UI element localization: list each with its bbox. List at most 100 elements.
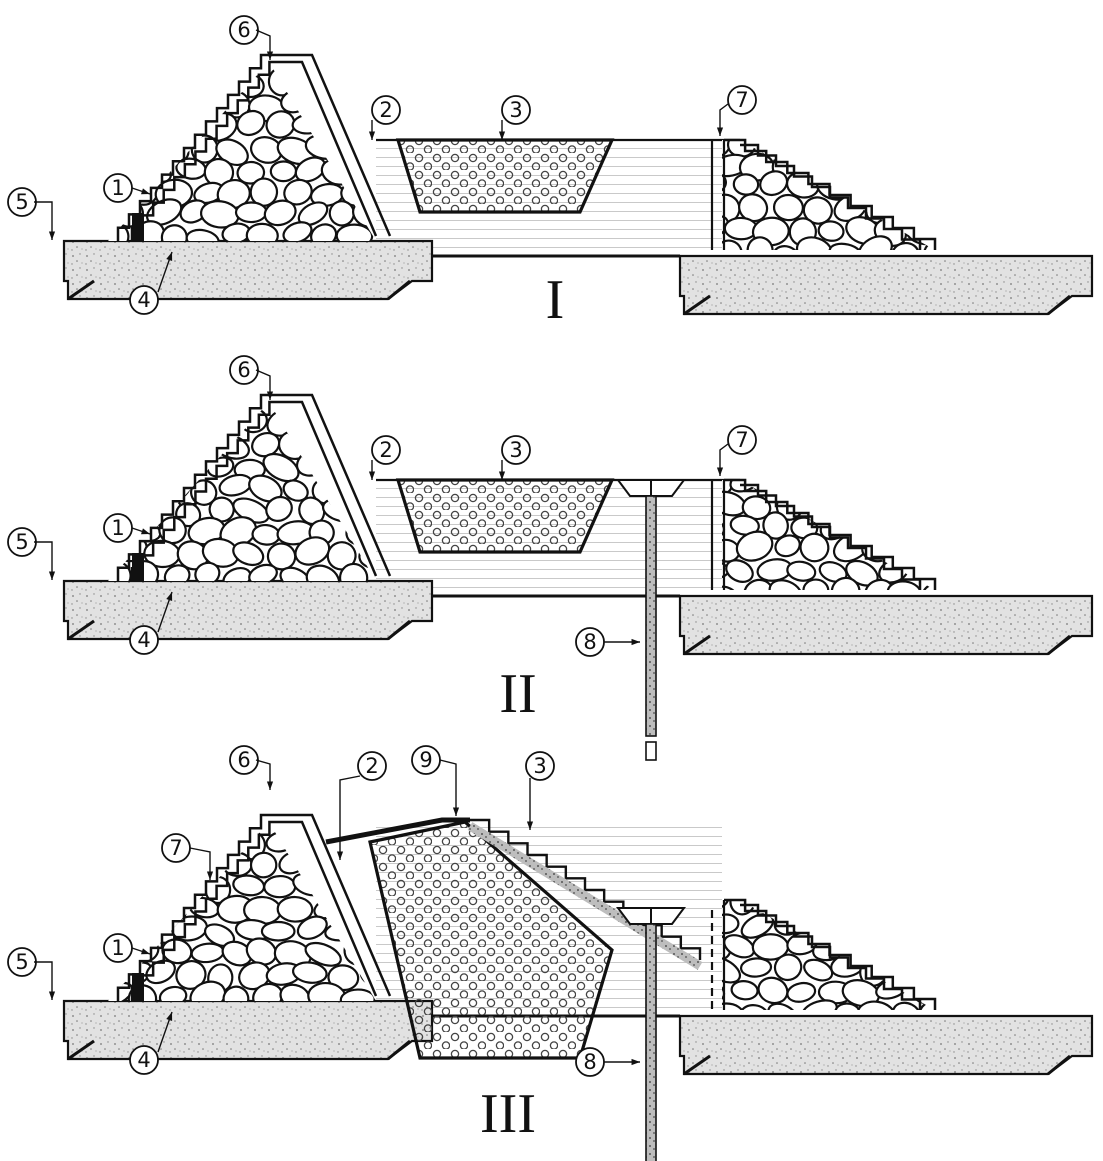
boulder	[188, 854, 217, 883]
boulder	[294, 536, 331, 566]
boulder	[185, 228, 220, 241]
boulder	[158, 433, 196, 458]
boulder	[906, 480, 935, 500]
boulder	[222, 985, 250, 1001]
boulder	[722, 239, 743, 250]
boulder	[334, 431, 372, 453]
boulder	[800, 153, 836, 175]
boulder	[234, 201, 268, 224]
boulder	[891, 241, 920, 250]
boulder	[812, 140, 850, 154]
boulder	[131, 471, 164, 498]
right-rockfill-dam	[722, 138, 937, 250]
raised-embankment	[325, 817, 703, 970]
boulder	[801, 999, 838, 1010]
callout-3: 3	[525, 751, 555, 830]
boulder	[817, 220, 845, 242]
callout-4: 4	[129, 1011, 173, 1075]
boulder	[292, 872, 327, 897]
callout-7: 7	[161, 833, 214, 880]
boulder	[830, 576, 861, 590]
boulder	[886, 580, 923, 590]
boulder	[141, 457, 175, 480]
callout-7: 7	[716, 425, 757, 476]
boulder	[116, 876, 146, 904]
boulder	[236, 109, 266, 137]
boulder	[735, 530, 774, 562]
boulder	[812, 480, 850, 497]
callout-5-label: 5	[15, 530, 28, 554]
boulder	[175, 71, 204, 97]
boulder	[830, 148, 862, 175]
boulder	[108, 827, 119, 859]
right-foundation-slab	[678, 254, 1094, 316]
boulder	[924, 530, 935, 559]
boulder	[848, 933, 877, 956]
boulder	[249, 851, 278, 879]
boulder	[799, 532, 830, 563]
boulder	[850, 514, 882, 536]
boulder	[108, 71, 116, 95]
boulder	[722, 585, 740, 590]
callout-2-label: 2	[365, 754, 378, 778]
boulder	[802, 196, 833, 225]
callout-7-label: 7	[735, 88, 748, 112]
boulder	[905, 513, 935, 538]
toe-block	[132, 973, 144, 1001]
boulder	[296, 915, 328, 940]
boulder	[863, 155, 892, 181]
callout-7-label: 7	[169, 836, 182, 860]
boulder	[786, 981, 817, 1003]
boulder	[269, 160, 298, 183]
boulder	[140, 870, 177, 900]
boulder	[828, 242, 864, 250]
boulder	[139, 114, 175, 143]
boulder	[108, 94, 131, 117]
panel-label: III	[480, 1083, 536, 1145]
boulder	[774, 534, 801, 558]
boulder	[891, 194, 922, 218]
boulder	[722, 172, 727, 195]
boulder	[772, 245, 800, 250]
boulder	[723, 216, 759, 241]
tailings-body	[395, 138, 615, 214]
boulder	[886, 153, 921, 180]
boulder	[783, 480, 819, 498]
boulder	[739, 957, 773, 978]
boulder	[203, 407, 238, 434]
boulder	[108, 409, 114, 432]
boulder	[126, 88, 159, 116]
boulder	[816, 900, 848, 915]
boulder	[722, 956, 742, 984]
boulder	[113, 114, 149, 142]
callout-8-label: 8	[583, 630, 596, 654]
boulder	[291, 961, 328, 984]
left-rockfill-dam	[108, 53, 392, 241]
boulder	[920, 195, 935, 219]
boulder	[739, 1004, 769, 1010]
boulder	[251, 523, 281, 546]
callout-1: 1	[103, 513, 151, 543]
boulder	[904, 900, 935, 916]
boulder	[108, 874, 121, 896]
boulder	[722, 215, 729, 241]
callout-1-label: 1	[111, 516, 124, 540]
panel-label: II	[499, 663, 536, 725]
callout-5: 5	[7, 947, 56, 1000]
boulder	[108, 201, 120, 228]
callout-4: 4	[129, 591, 173, 655]
boulder	[732, 173, 760, 196]
drainage-well	[616, 479, 686, 761]
callout-6-label: 6	[237, 748, 250, 772]
boulder	[906, 173, 935, 202]
boulder	[729, 514, 760, 536]
boulder	[129, 896, 162, 925]
callout-5: 5	[7, 527, 56, 580]
right-foundation-slab	[678, 594, 1094, 656]
boulder	[130, 851, 160, 878]
boulder	[725, 559, 754, 583]
boulder	[722, 193, 741, 224]
boulder	[841, 979, 880, 1008]
